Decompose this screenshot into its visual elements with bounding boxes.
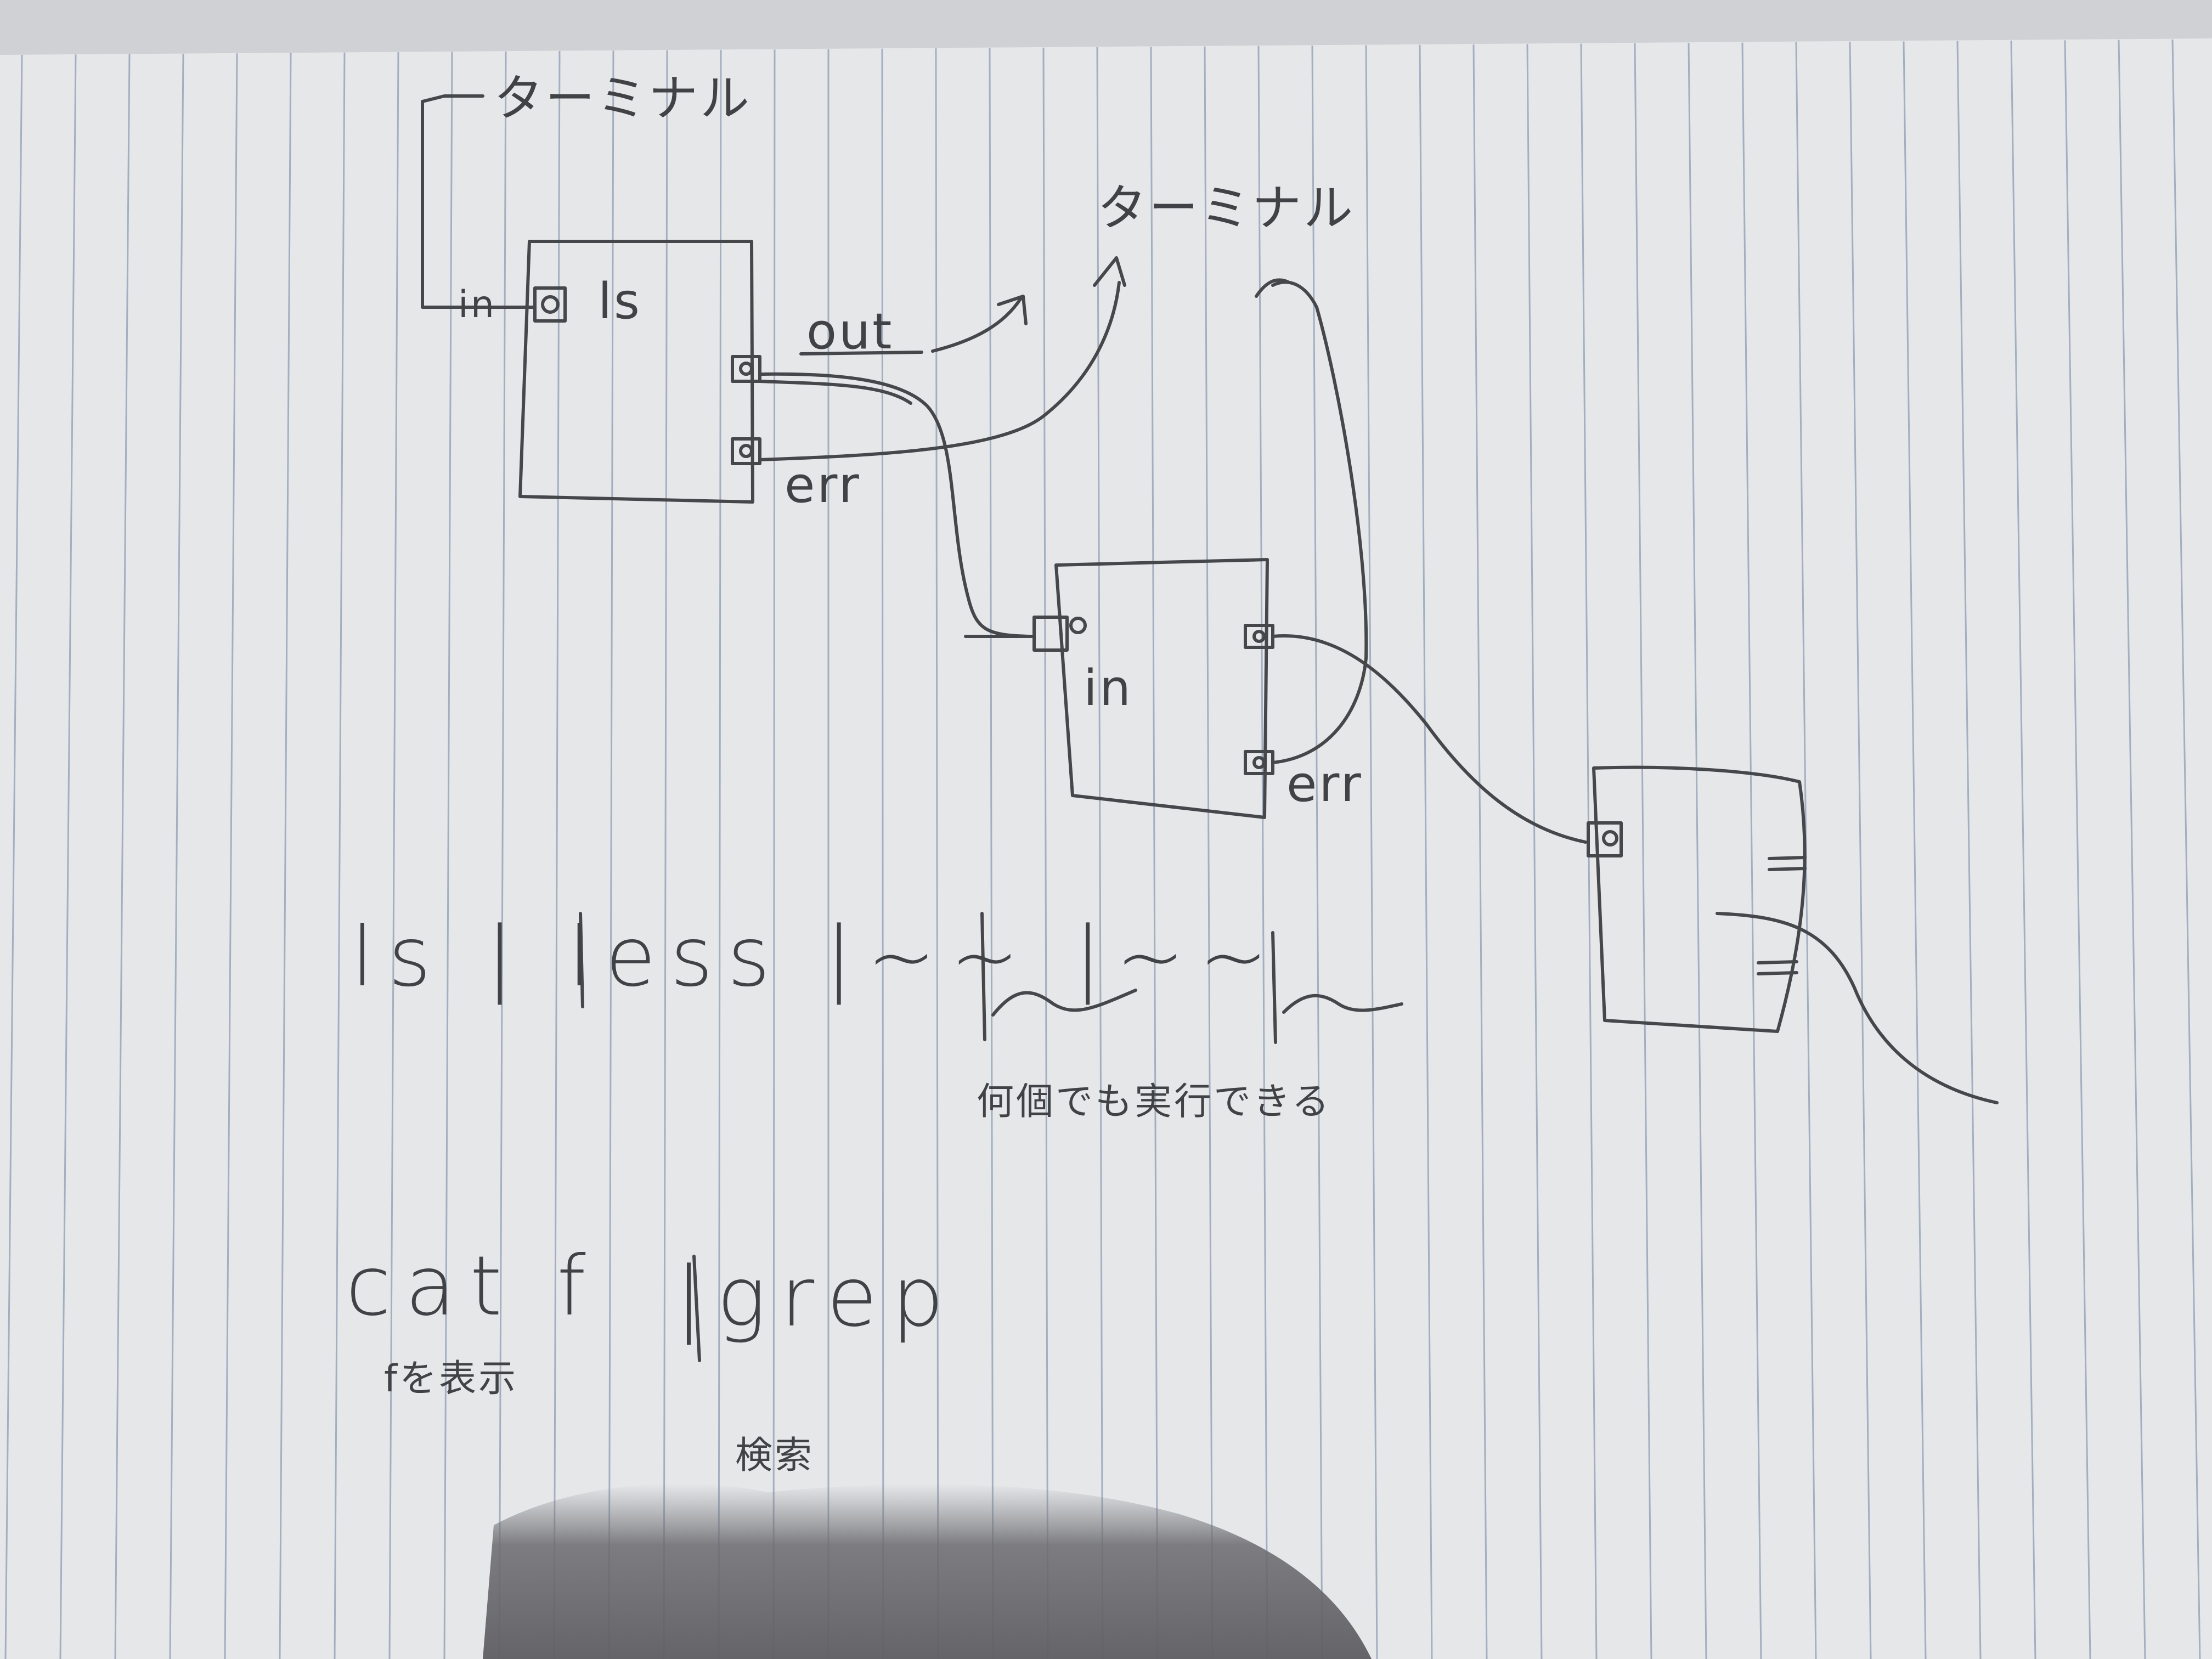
- out-arrow-1: [931, 297, 1022, 353]
- ls-out-wire-2: [758, 380, 912, 405]
- ls-out-port: [731, 355, 761, 383]
- third-port-a: [1768, 856, 1807, 860]
- ruled-line: [1741, 42, 1762, 1659]
- ruled-line: [989, 48, 994, 1659]
- less-in-dot: [1069, 617, 1087, 634]
- pipe-stroke-grep: [692, 1255, 701, 1362]
- third-port-b2: [1757, 971, 1798, 975]
- ruled-line: [498, 51, 507, 1659]
- label-terminal-right: ターミナル: [1097, 179, 1355, 237]
- ruled-line: [1204, 46, 1214, 1659]
- ruled-line: [2118, 40, 2146, 1659]
- label-terminal-top: ターミナル: [494, 70, 752, 127]
- ls-in-port: [533, 286, 567, 323]
- ruled-line: [1634, 43, 1652, 1659]
- ls-out-dot: [739, 362, 753, 376]
- ruled-line: [1365, 45, 1378, 1659]
- paper-top-edge: [0, 0, 2212, 55]
- out-arrowhead-1: [997, 295, 1028, 325]
- label-ls-box: ls: [598, 273, 642, 330]
- less-in-port: [1032, 616, 1069, 652]
- ruled-line: [224, 53, 238, 1659]
- ruled-lines: [4, 39, 2201, 1659]
- err-arrowhead: [1093, 256, 1126, 287]
- ruled-line: [1903, 41, 1927, 1659]
- ruled-line: [553, 50, 561, 1659]
- pipe-stroke-3: [1271, 931, 1277, 1044]
- paper-sheet: [0, 38, 2212, 1659]
- ruled-line: [388, 52, 399, 1659]
- ruled-line: [2010, 41, 2036, 1659]
- note-any-count: 何個でも実行できる: [977, 1080, 1331, 1124]
- err-to-terminal: [758, 281, 1121, 461]
- ruled-line: [718, 49, 722, 1659]
- ls-out-to-less-in: [758, 372, 1033, 638]
- out-underline: [799, 351, 923, 356]
- terminal-bracket: [421, 94, 484, 309]
- ruled-line: [772, 49, 776, 1659]
- ls-in-dot: [541, 295, 560, 314]
- less-out-to-third: [1271, 634, 1587, 844]
- ruled-line: [59, 54, 77, 1659]
- label-less-err: err: [1286, 755, 1363, 813]
- pipe-stroke-1: [579, 912, 584, 1008]
- third-in-port: [1587, 821, 1623, 857]
- tilde-1: [991, 989, 1137, 1017]
- command-cat-f: cat f: [346, 1239, 600, 1334]
- less-err-to-terminal: [1271, 280, 1368, 764]
- ruled-line: [279, 53, 292, 1659]
- label-less-in: in: [1084, 659, 1133, 717]
- ruled-line: [1419, 44, 1433, 1659]
- third-out-wire: [1716, 912, 1999, 1104]
- less-err-dot: [1252, 756, 1266, 769]
- ruled-line: [1688, 43, 1707, 1659]
- ls-process-box: [518, 240, 754, 504]
- ruled-line: [443, 52, 453, 1659]
- ruled-line: [663, 50, 668, 1659]
- ruled-line: [334, 52, 346, 1659]
- label-ls-out: out: [806, 303, 894, 360]
- third-port-b: [1757, 960, 1798, 964]
- ruled-line: [935, 48, 939, 1659]
- tilde-2: [1282, 994, 1403, 1014]
- note-grep-search: 検索: [735, 1434, 815, 1477]
- pipe-stroke-2: [980, 912, 986, 1041]
- ruled-line: [1096, 47, 1104, 1659]
- note-cat-show: fを表示: [384, 1357, 518, 1401]
- command-pipeline-1: ls | less |~~ |~~: [351, 910, 1283, 1005]
- third-process-box: [1592, 765, 1807, 1033]
- ruled-line: [1150, 47, 1159, 1659]
- terminal-arrowhead-right: [1255, 278, 1291, 298]
- ruled-line: [608, 50, 614, 1659]
- ruled-line: [1311, 46, 1323, 1659]
- less-out-dot: [1252, 630, 1266, 643]
- ruled-line: [1849, 42, 1872, 1659]
- ruled-line: [1042, 47, 1049, 1659]
- ruled-line: [1257, 46, 1268, 1659]
- ruled-line: [2171, 39, 2201, 1659]
- ruled-line: [1956, 41, 1982, 1659]
- ls-err-port: [731, 437, 761, 465]
- command-grep: |grep: [675, 1250, 958, 1345]
- ruled-line: [1526, 44, 1543, 1659]
- ruled-line: [114, 54, 131, 1659]
- label-ls-err: err: [785, 456, 861, 514]
- pipe-diagram: [421, 94, 1999, 1362]
- hand-shadow: [483, 1483, 1372, 1659]
- less-process-box: [1054, 558, 1269, 819]
- ruled-line: [169, 53, 184, 1659]
- third-in-dot: [1602, 830, 1618, 847]
- ruled-line: [1472, 44, 1488, 1659]
- ruled-line: [4, 54, 23, 1659]
- label-ls-in: in: [458, 283, 496, 326]
- third-port-a2: [1768, 867, 1807, 871]
- ruled-line: [881, 48, 884, 1659]
- ls-err-dot: [739, 444, 753, 458]
- ruled-line: [2064, 40, 2091, 1659]
